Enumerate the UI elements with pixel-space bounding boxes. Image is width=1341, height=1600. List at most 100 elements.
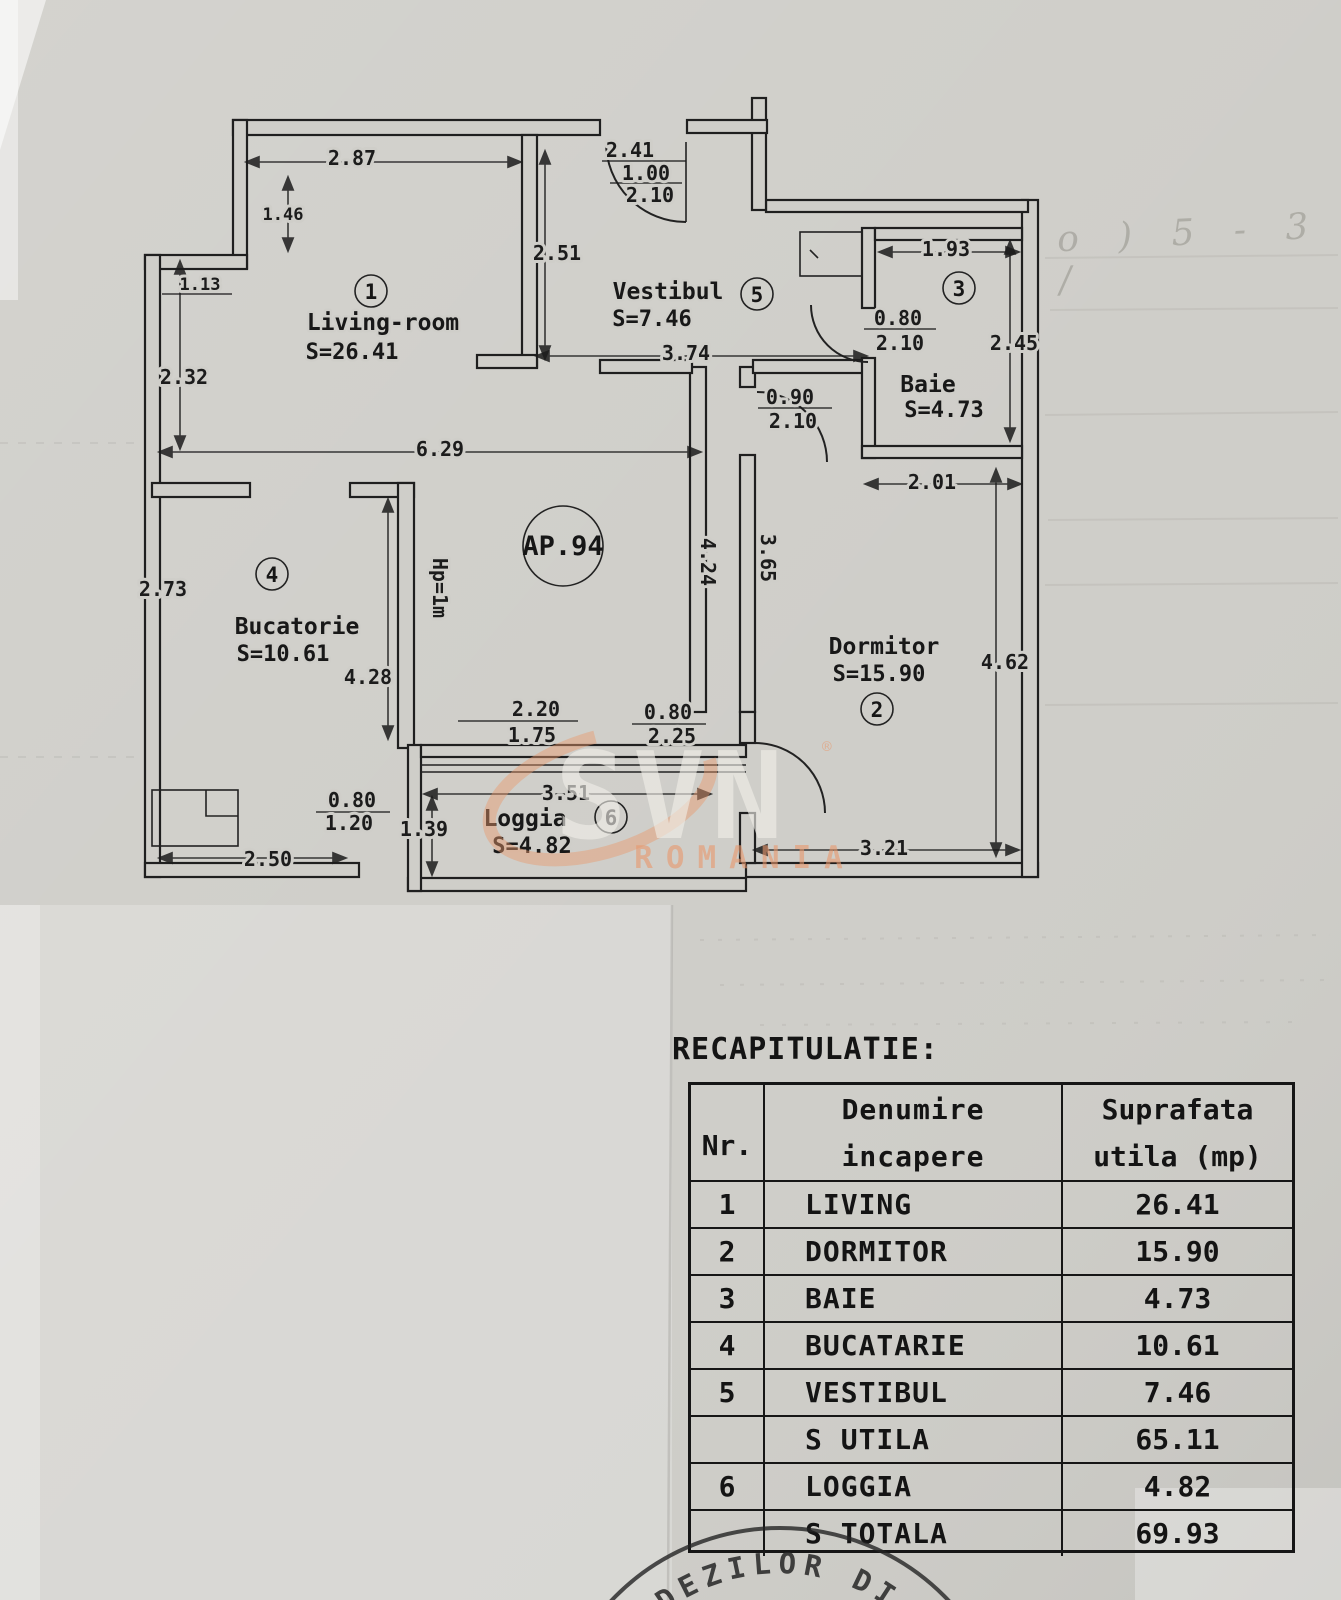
watermark-swoosh [482, 723, 718, 867]
room-number-circle [942, 271, 976, 305]
cell-name: LIVING [765, 1182, 1063, 1227]
dimension-lines [156, 148, 1024, 878]
table-row: 5 VESTIBUL 7.46 [691, 1368, 1292, 1415]
cell-nr: 2 [691, 1229, 765, 1274]
door-arcs [605, 141, 869, 814]
room-labels: 1 Living-room S=26.41 Vestibul 5 S=7.46 … [232, 271, 986, 862]
room-number-circle [594, 800, 628, 834]
table-row: 4 BUCATARIE 10.61 [691, 1321, 1292, 1368]
kitchen-counter [151, 789, 239, 847]
recap-table: Nr. Denumire incapere Suprafata utila (m… [688, 1082, 1295, 1556]
vestibule-door-arc [756, 391, 828, 463]
dim-label: 2.10 [769, 409, 817, 433]
table-row: S UTILA 65.11 [691, 1415, 1292, 1462]
header-area-line1: Suprafata [1101, 1092, 1254, 1126]
wall-segment [873, 226, 1024, 242]
wall-segment [738, 453, 757, 714]
dim-label: 2.32 [160, 365, 208, 389]
wall-segment [751, 358, 865, 375]
dim-label: 1.20 [325, 811, 373, 835]
wall-segment [231, 118, 602, 137]
dim-label: 3.65 [756, 534, 780, 582]
dim-label: 2.01 [908, 470, 956, 494]
wall-segment [150, 481, 252, 499]
room-name: Dormitor [829, 634, 940, 660]
entrance-door-arc [605, 141, 687, 223]
dim-label: 2.41 [606, 138, 654, 162]
wall-segment [231, 118, 249, 270]
room-number: 4 [266, 563, 279, 587]
table-row: 3 BAIE 4.73 [691, 1274, 1292, 1321]
wall-segment [738, 710, 757, 745]
dim-label: 0.90 [766, 385, 814, 409]
dim-label: 4.28 [344, 665, 392, 689]
apartment-number-circle [522, 505, 604, 587]
cell-nr: 4 [691, 1323, 765, 1368]
header-name-line1: Denumire [841, 1092, 985, 1126]
cell-nr: 6 [691, 1464, 765, 1509]
dim-label: 2.87 [328, 146, 376, 170]
wall-segment [685, 118, 769, 135]
dim-label: 2.51 [533, 241, 581, 265]
apartment-number: AP.94 [522, 531, 603, 562]
wall-segment [143, 253, 162, 879]
cell-name: BUCATARIE [765, 1323, 1063, 1368]
room-area: S=4.82 [492, 834, 571, 859]
watermark-brand: SVN [555, 728, 790, 867]
wall-segment [860, 226, 877, 310]
table-header-row: Nr. Denumire incapere Suprafata utila (m… [691, 1085, 1292, 1180]
room-number-circle [860, 692, 894, 726]
room-name: Baie [900, 372, 955, 398]
dim-label: 0.80 [328, 788, 376, 812]
dim-label: 2.50 [244, 847, 292, 871]
shaft-box [799, 231, 863, 277]
bedroom-door-arc [754, 742, 826, 814]
cell-area: 69.93 [1135, 1517, 1220, 1550]
pencil-handwriting: o ) 5 - 3 / [1056, 205, 1324, 302]
dim-label: 0.80 [644, 700, 692, 724]
room-area: S=26.41 [306, 340, 399, 365]
room-number: 1 [365, 280, 378, 304]
wall-segment [750, 96, 768, 212]
cell-area: 4.73 [1143, 1282, 1212, 1315]
cell-name: BAIE [765, 1276, 1063, 1321]
cell-area: 4.82 [1143, 1470, 1212, 1503]
cell-area: 15.90 [1135, 1235, 1220, 1268]
cell-nr: 1 [691, 1182, 765, 1227]
room-number: 6 [605, 806, 618, 830]
cell-nr: 5 [691, 1370, 765, 1415]
room-name: Vestibul [613, 279, 724, 305]
cell-area: 7.46 [1143, 1376, 1212, 1409]
dim-label: 2.73 [139, 577, 187, 601]
wall-segment [860, 444, 1024, 460]
dim-label: 1.75 [508, 723, 556, 747]
cell-name: LOGGIA [765, 1464, 1063, 1509]
loggia-window-wall [419, 743, 748, 759]
room-name: Loggia [483, 806, 566, 832]
room-area: S=4.73 [904, 398, 983, 423]
room-area: S=7.46 [612, 307, 691, 332]
wall-segment [738, 365, 757, 389]
room-area: S=15.90 [833, 662, 926, 687]
room-name: Living-room [307, 310, 459, 336]
cell-area: 26.41 [1135, 1188, 1220, 1221]
cell-name: S TOTALA [765, 1511, 1063, 1556]
cell-nr [691, 1417, 765, 1462]
dim-label: 2.10 [876, 331, 924, 355]
dim-label: 3.51 [542, 781, 590, 805]
room-area: S=10.61 [237, 642, 330, 667]
wall-segment [475, 353, 539, 370]
walls [143, 96, 1040, 893]
dim-label: 4.62 [981, 650, 1029, 674]
watermark: SVN ® ROMANIA [482, 723, 843, 876]
table-row: 1 LIVING 26.41 [691, 1180, 1292, 1227]
cell-nr [691, 1511, 765, 1556]
dim-label: 1.46 [263, 205, 304, 225]
table-row: S TOTALA 69.93 [691, 1509, 1292, 1556]
dim-label: 1.13 [180, 275, 221, 295]
dim-label: 0.80 [874, 306, 922, 330]
wall-segment [406, 743, 423, 893]
cell-area: 10.61 [1135, 1329, 1220, 1362]
dim-label: 2.10 [626, 183, 674, 207]
